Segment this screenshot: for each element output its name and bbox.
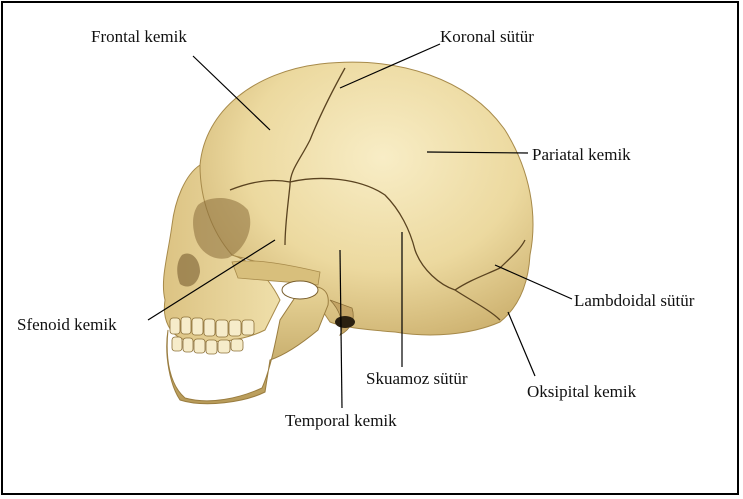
label-koronal-sutur: Koronal sütür — [440, 28, 534, 45]
leader-oksipital — [508, 312, 535, 376]
label-lambdoidal-sutur: Lambdoidal sütür — [574, 292, 694, 309]
label-skuamoz-sutur: Skuamoz sütür — [366, 370, 468, 387]
ear-canal — [282, 281, 318, 299]
label-sfenoid-kemik: Sfenoid kemik — [17, 316, 117, 333]
foramen-shadow — [335, 316, 355, 328]
label-temporal-kemik: Temporal kemik — [285, 412, 397, 429]
label-pariatal-kemik: Pariatal kemik — [532, 146, 631, 163]
label-frontal-kemik: Frontal kemik — [91, 28, 187, 45]
label-oksipital-kemik: Oksipital kemik — [527, 383, 636, 400]
